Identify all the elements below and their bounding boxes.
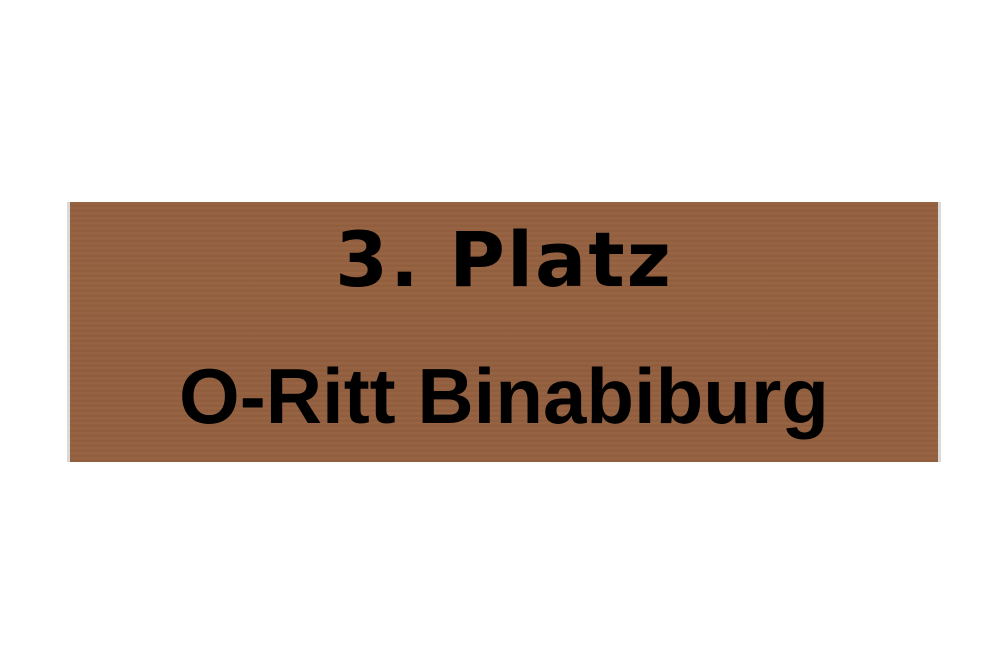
event-name: O-Ritt Binabiburg bbox=[179, 352, 829, 440]
award-plate: 3. Platz O-Ritt Binabiburg bbox=[67, 202, 941, 462]
placement-title: 3. Platz bbox=[335, 215, 673, 304]
